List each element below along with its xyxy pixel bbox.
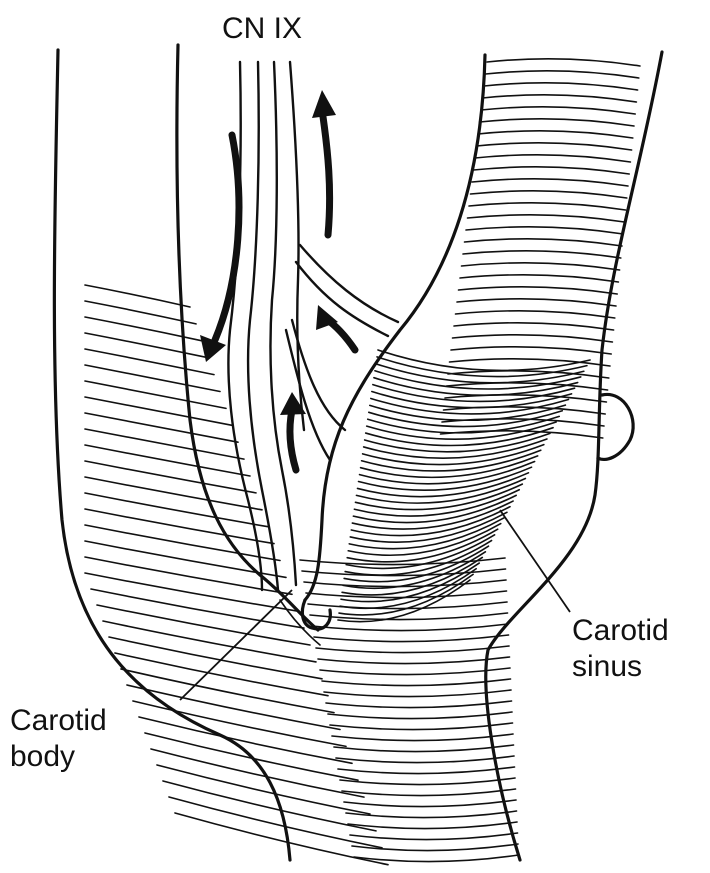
hatch-stroke <box>465 239 623 246</box>
hatch-stroke <box>344 800 516 807</box>
hatch-stroke <box>328 712 512 719</box>
hatch-stroke <box>364 439 547 458</box>
hatch-stroke <box>350 833 518 840</box>
hatch-stroke <box>486 71 639 78</box>
hatch-stroke <box>456 311 615 318</box>
hatch-stroke <box>322 679 511 686</box>
hatch-stroke <box>483 95 637 102</box>
cn-ix-label: CN IX <box>222 12 302 45</box>
hatch-stroke <box>469 203 626 210</box>
hatch-stroke <box>460 275 618 282</box>
hatch-stroke <box>334 745 514 752</box>
hatch-stroke <box>480 119 635 126</box>
arrow-down-left <box>215 135 239 340</box>
hatch-stroke <box>85 413 238 442</box>
hatch-stroke <box>338 767 515 774</box>
hatch-stroke <box>343 552 485 588</box>
hatch-stroke <box>85 525 280 561</box>
hatch-stroke <box>477 143 632 150</box>
hatch-stroke <box>487 59 640 66</box>
hatch-stroke <box>463 251 621 258</box>
hatch-stroke <box>348 822 517 829</box>
hatch-stroke <box>373 385 575 402</box>
sinus-bulge <box>598 394 633 459</box>
carotid-sinus-hatching <box>338 350 590 622</box>
arrow-up-right <box>322 110 330 235</box>
hatch-stroke <box>312 624 508 631</box>
hatch-stroke <box>450 359 611 366</box>
hatch-stroke <box>85 445 250 476</box>
hatch-stroke <box>318 657 510 664</box>
carotid-body-label-line2: body <box>10 740 75 773</box>
hatch-stroke <box>356 478 525 503</box>
hatch-stroke <box>474 167 630 174</box>
hatch-stroke <box>85 493 268 527</box>
hatch-stroke <box>85 333 208 358</box>
hatch-stroke <box>481 107 635 114</box>
carotid-sinus-label-line2: sinus <box>572 650 642 683</box>
arrow-up-right-head <box>312 90 336 118</box>
hatch-stroke <box>466 227 623 234</box>
hatch-stroke <box>85 381 226 408</box>
hatch-stroke <box>457 299 616 306</box>
hatch-stroke <box>316 646 509 653</box>
hatch-stroke <box>85 461 256 493</box>
hatch-stroke <box>475 155 630 162</box>
hatch-stroke <box>468 215 625 222</box>
hatch-stroke <box>459 287 618 294</box>
hatch-stroke <box>336 756 514 763</box>
hatch-stroke <box>85 477 262 510</box>
bifurcation-crotch <box>280 600 320 645</box>
hatch-stroke <box>342 789 516 796</box>
hatch-stroke <box>448 371 609 378</box>
hatch-stroke <box>85 365 220 392</box>
hatch-stroke <box>314 635 509 642</box>
arrow-branch-lower <box>290 410 296 470</box>
hatch-stroke <box>332 734 513 741</box>
hatch-stroke <box>462 263 620 270</box>
hatch-stroke <box>85 349 214 375</box>
hatch-stroke <box>354 855 519 862</box>
cn-ix-nerve-bundle <box>228 62 398 590</box>
hatch-stroke <box>453 335 613 342</box>
internal-carotid-right-wall <box>486 52 662 860</box>
hatch-stroke <box>372 392 572 408</box>
carotid-body-label-line1: Carotid <box>10 704 107 737</box>
hatch-stroke <box>342 557 482 595</box>
hatch-stroke <box>346 811 517 818</box>
hatch-stroke <box>85 429 244 459</box>
hatch-stroke <box>454 323 614 330</box>
hatch-stroke <box>471 191 627 198</box>
hatch-stroke <box>355 484 522 509</box>
carotid-sinus-leader <box>500 510 570 612</box>
carotid-sinus-label-line1: Carotid <box>572 614 669 647</box>
hatch-stroke <box>324 690 511 697</box>
hatch-stroke <box>85 397 232 425</box>
hatch-stroke <box>330 723 513 730</box>
hatch-stroke <box>478 131 633 138</box>
hatch-stroke <box>85 509 274 544</box>
hatch-stroke <box>442 419 604 426</box>
carotid-body-leader <box>180 590 292 700</box>
hatch-stroke <box>472 179 628 186</box>
hatch-stroke <box>326 701 512 708</box>
hatch-stroke <box>484 83 638 90</box>
hatch-stroke <box>363 445 544 465</box>
hatch-stroke <box>451 347 611 354</box>
hatch-stroke <box>340 778 515 785</box>
hatch-stroke <box>320 668 510 675</box>
